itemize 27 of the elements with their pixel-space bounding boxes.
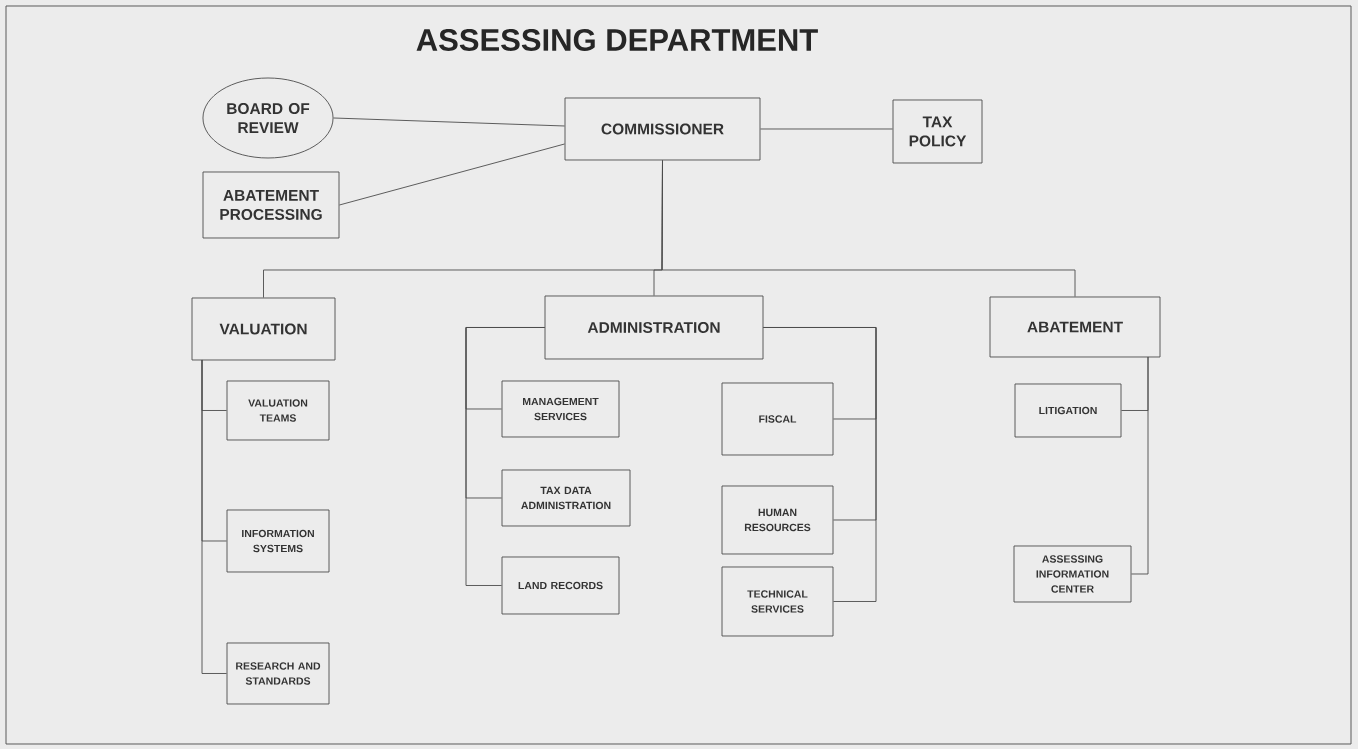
org-box: ASSESSING INFORMATION CENTER [1013, 545, 1132, 603]
connector-line [333, 117, 565, 127]
org-box: FISCAL [721, 382, 834, 456]
org-box: TECHNICAL SERVICES [721, 566, 834, 637]
org-box: VALUATION TEAMS [226, 380, 330, 441]
org-box: ABATEMENT [989, 296, 1161, 358]
org-box: INFORMATION SYSTEMS [226, 509, 330, 573]
connector-line [760, 128, 893, 130]
org-box: MANAGEMENT SERVICES [501, 380, 620, 438]
org-box: COMMISSIONER [564, 97, 761, 161]
org-box: TAX POLICY [892, 99, 983, 164]
org-box: LAND RECORDS [501, 556, 620, 615]
connector-line [661, 160, 1076, 297]
connector-line [1131, 356, 1149, 575]
org-box: VALUATION [191, 297, 336, 361]
org-box: RESEARCH AND STANDARDS [226, 642, 330, 705]
org-box: TAX DATA ADMINISTRATION [501, 469, 631, 527]
oval-node: BOARD OF REVIEW [202, 77, 334, 159]
org-box: LITIGATION [1014, 383, 1122, 438]
title: ASSESSING DEPARTMENT [416, 29, 818, 51]
connector-line [339, 143, 565, 206]
org-box: ABATEMENT PROCESSING [202, 171, 340, 239]
org-box: ADMINISTRATION [544, 295, 764, 360]
connector-line [201, 359, 227, 674]
org-box: HUMAN RESOURCES [721, 485, 834, 555]
connector-line [465, 327, 545, 586]
connector-line [763, 327, 877, 602]
